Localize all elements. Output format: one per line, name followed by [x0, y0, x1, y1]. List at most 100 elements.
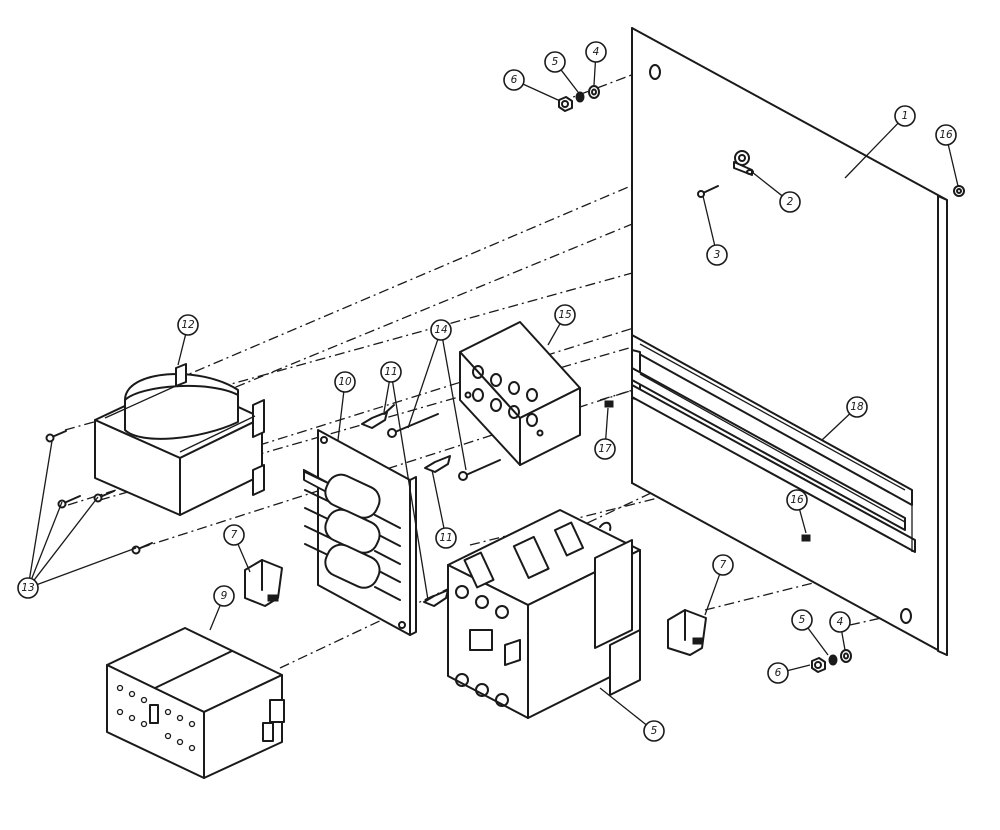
callout-16: 16 — [786, 489, 808, 534]
callout-leader — [599, 687, 647, 726]
callout-label: 16 — [790, 494, 804, 506]
callout-leader — [560, 69, 579, 93]
callout-circle — [779, 191, 801, 213]
callout-5: 5 — [599, 687, 665, 742]
callout-leader — [844, 122, 899, 179]
callout-10: 10 — [334, 371, 356, 441]
callout-6: 6 — [503, 69, 559, 101]
callout-leader — [431, 469, 445, 529]
callout-leader — [383, 381, 390, 413]
callout-14: 14 — [407, 319, 467, 471]
callout-label: 14 — [434, 324, 447, 336]
callout-circle — [17, 577, 39, 599]
washer-lock-upper — [575, 91, 585, 103]
suppressor-board — [303, 429, 417, 636]
callout-leader — [821, 413, 851, 441]
callout-circle — [767, 662, 789, 684]
callout-6: 6 — [767, 662, 811, 684]
nut-upper — [558, 96, 573, 112]
callout-circle — [334, 371, 356, 393]
callout-circle — [544, 51, 566, 73]
callout-leader — [593, 61, 597, 86]
callout-4: 4 — [585, 41, 607, 86]
callout-label: 9 — [221, 590, 228, 602]
callout-leader — [177, 334, 187, 366]
callout-circle — [935, 124, 957, 146]
callout-label: 5 — [799, 614, 806, 626]
callout-13: 13 — [17, 440, 137, 599]
callout-12: 12 — [177, 314, 199, 366]
callout-circle — [706, 244, 728, 266]
callout-circle — [213, 585, 235, 607]
callout-leader — [704, 574, 721, 616]
callout-label: 6 — [511, 74, 518, 86]
callout-label: 16 — [939, 129, 953, 141]
callout-17: 17 — [594, 407, 616, 460]
screw-16-lower — [801, 534, 811, 542]
callout-11: 11 — [380, 361, 429, 601]
callout-leader — [751, 171, 783, 197]
callout-circle — [846, 396, 868, 418]
callout-leader — [787, 664, 811, 672]
callout-7: 7 — [704, 554, 734, 616]
callout-9: 9 — [209, 585, 235, 631]
callout-5: 5 — [544, 51, 579, 93]
cable-clamp — [733, 150, 754, 176]
callout-leader — [28, 440, 53, 579]
callout-label: 5 — [651, 725, 658, 737]
callout-label: 6 — [775, 667, 782, 679]
callout-leader — [522, 83, 559, 101]
nut-right-top — [953, 185, 965, 197]
long-screw-lower — [458, 459, 501, 481]
callout-leader — [237, 543, 251, 573]
callout-label: 4 — [837, 616, 844, 628]
callout-leader — [37, 547, 137, 586]
callout-1: 1 — [844, 105, 916, 179]
standoff-upper — [361, 404, 395, 429]
washer-flat-lower — [840, 649, 852, 663]
callout-label: 13 — [21, 582, 34, 594]
callout-circle — [554, 304, 576, 326]
callout-circle — [712, 554, 734, 576]
din-clip-right — [667, 609, 707, 656]
long-screw-upper — [387, 413, 439, 438]
callout-leader — [799, 509, 807, 534]
callout-11: 11 — [431, 469, 457, 549]
callout-leader — [547, 323, 561, 346]
callout-label: 1 — [902, 110, 909, 122]
callout-label: 7 — [231, 529, 238, 541]
callout-leader — [209, 604, 221, 631]
callout-leader — [407, 339, 439, 429]
callout-circle — [786, 489, 808, 511]
terminal-block — [459, 321, 581, 466]
callout-label: 11 — [439, 532, 452, 544]
callout-circle — [585, 41, 607, 63]
transformer — [94, 363, 265, 516]
callout-7: 7 — [223, 524, 251, 573]
callout-label: 17 — [598, 443, 612, 455]
callout-circle — [643, 720, 665, 742]
standoff-middle — [424, 455, 451, 473]
screw-17 — [604, 400, 614, 408]
callout-leader — [807, 627, 829, 656]
callout-18: 18 — [821, 396, 868, 441]
callout-circle — [223, 524, 245, 546]
callout-circle — [791, 609, 813, 631]
din-clip-left — [244, 559, 283, 607]
callout-leader — [947, 144, 959, 187]
callout-label: 7 — [720, 559, 727, 571]
callout-leader — [605, 407, 609, 440]
callout-leader — [31, 501, 63, 579]
callout-circle — [435, 527, 457, 549]
callout-circle — [594, 438, 616, 460]
callout-16: 16 — [935, 124, 959, 187]
callout-label: 3 — [714, 249, 721, 261]
callout-circle — [177, 314, 199, 336]
callout-label: 12 — [181, 319, 195, 331]
callout-leader — [442, 339, 467, 471]
callout-5: 5 — [791, 609, 829, 656]
callout-3: 3 — [702, 195, 728, 266]
callout-circle — [503, 69, 525, 91]
